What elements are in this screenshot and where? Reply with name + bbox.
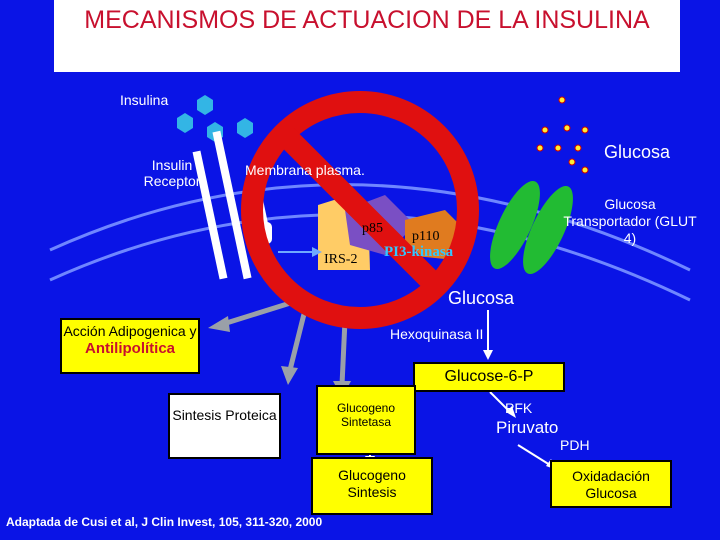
glucose-dot	[554, 144, 562, 152]
prohibited-bar	[275, 125, 445, 295]
label-pfk: PFK	[505, 400, 533, 416]
glucose-dot	[558, 96, 566, 104]
box-oxidacion-text: Oxidadación Glucosa	[572, 468, 650, 501]
label-p110: p110	[412, 229, 440, 244]
label-irs2: IRS-2	[324, 252, 358, 267]
insulin-molecule	[237, 118, 253, 138]
label-pi3k: PI3-kinasa	[384, 244, 454, 260]
label-insulin-receptor: Insulin Receptor	[143, 157, 201, 189]
receptor-chain	[192, 150, 228, 280]
box-sintesis-proteica: Sintesis Proteica	[168, 393, 281, 459]
label-p85: p85	[362, 221, 383, 236]
box-glucogeno-sintesis: Glucogeno Sintesis	[311, 457, 433, 515]
label-membrana: Membrana plasma.	[245, 162, 365, 178]
box-oxidacion: Oxidadación Glucosa	[550, 460, 672, 508]
glucose-dot	[536, 144, 544, 152]
box-glucogeno-sintetasa-text: Glucogeno Sintetasa	[336, 401, 396, 429]
title-box: MECANISMOS DE ACTUACION DE LA INSULINA	[54, 0, 680, 72]
box-sintesis-proteica-text: Sintesis Proteica	[172, 407, 277, 423]
page-title: MECANISMOS DE ACTUACION DE LA INSULINA	[84, 6, 650, 34]
footnote: Adaptada de Cusi et al, J Clin Invest, 1…	[6, 515, 323, 529]
box-accion-text: Acción Adipogenica y	[63, 323, 197, 339]
box-antilipolitica-text: Antilipolítica	[85, 340, 175, 357]
label-glucosa-top: Glucosa	[604, 142, 671, 162]
prohibited-circle	[241, 91, 479, 329]
glucose-dot	[581, 126, 589, 134]
insulin-molecule	[177, 113, 193, 133]
label-glucosa-transportador: Glucosa Transportador (GLUT 4)	[563, 196, 697, 246]
glucose-dot	[581, 166, 589, 174]
label-hexoquinasa: Hexoquinasa II	[390, 326, 484, 342]
glucose-dot	[541, 126, 549, 134]
box-glucogeno-sintesis-text: Glucogeno Sintesis	[338, 467, 406, 500]
glucose-dot	[563, 124, 571, 132]
glut4-shape	[523, 185, 573, 275]
receptor-chain	[212, 130, 252, 280]
arrow-to-glucogeno	[339, 319, 348, 386]
label-insulina: Insulina	[120, 92, 169, 108]
arrow-g6p-piruvato	[489, 391, 511, 413]
arrow-piruvato-oxidacion	[517, 444, 551, 466]
glucose-dot	[568, 158, 576, 166]
arrow-to-sintesis	[287, 309, 308, 371]
box-glucose6p-text: Glucose-6-P	[444, 368, 534, 385]
label-piruvato: Piruvato	[496, 418, 559, 437]
arrow-to-accion	[219, 297, 301, 328]
label-pdh: PDH	[560, 437, 590, 453]
glut4-shape	[490, 180, 540, 270]
membrane-outer	[49, 183, 691, 272]
box-glucogeno-sintetasa: Glucogeno Sintetasa	[316, 385, 416, 455]
box-accion: Acción Adipogenica y Antilipolítica	[60, 318, 200, 374]
glucose-dot	[574, 144, 582, 152]
box-glucose6p: Glucose-6-P	[413, 362, 565, 392]
insulin-molecule	[197, 95, 213, 115]
label-glucosa-mid: Glucosa	[448, 288, 515, 308]
